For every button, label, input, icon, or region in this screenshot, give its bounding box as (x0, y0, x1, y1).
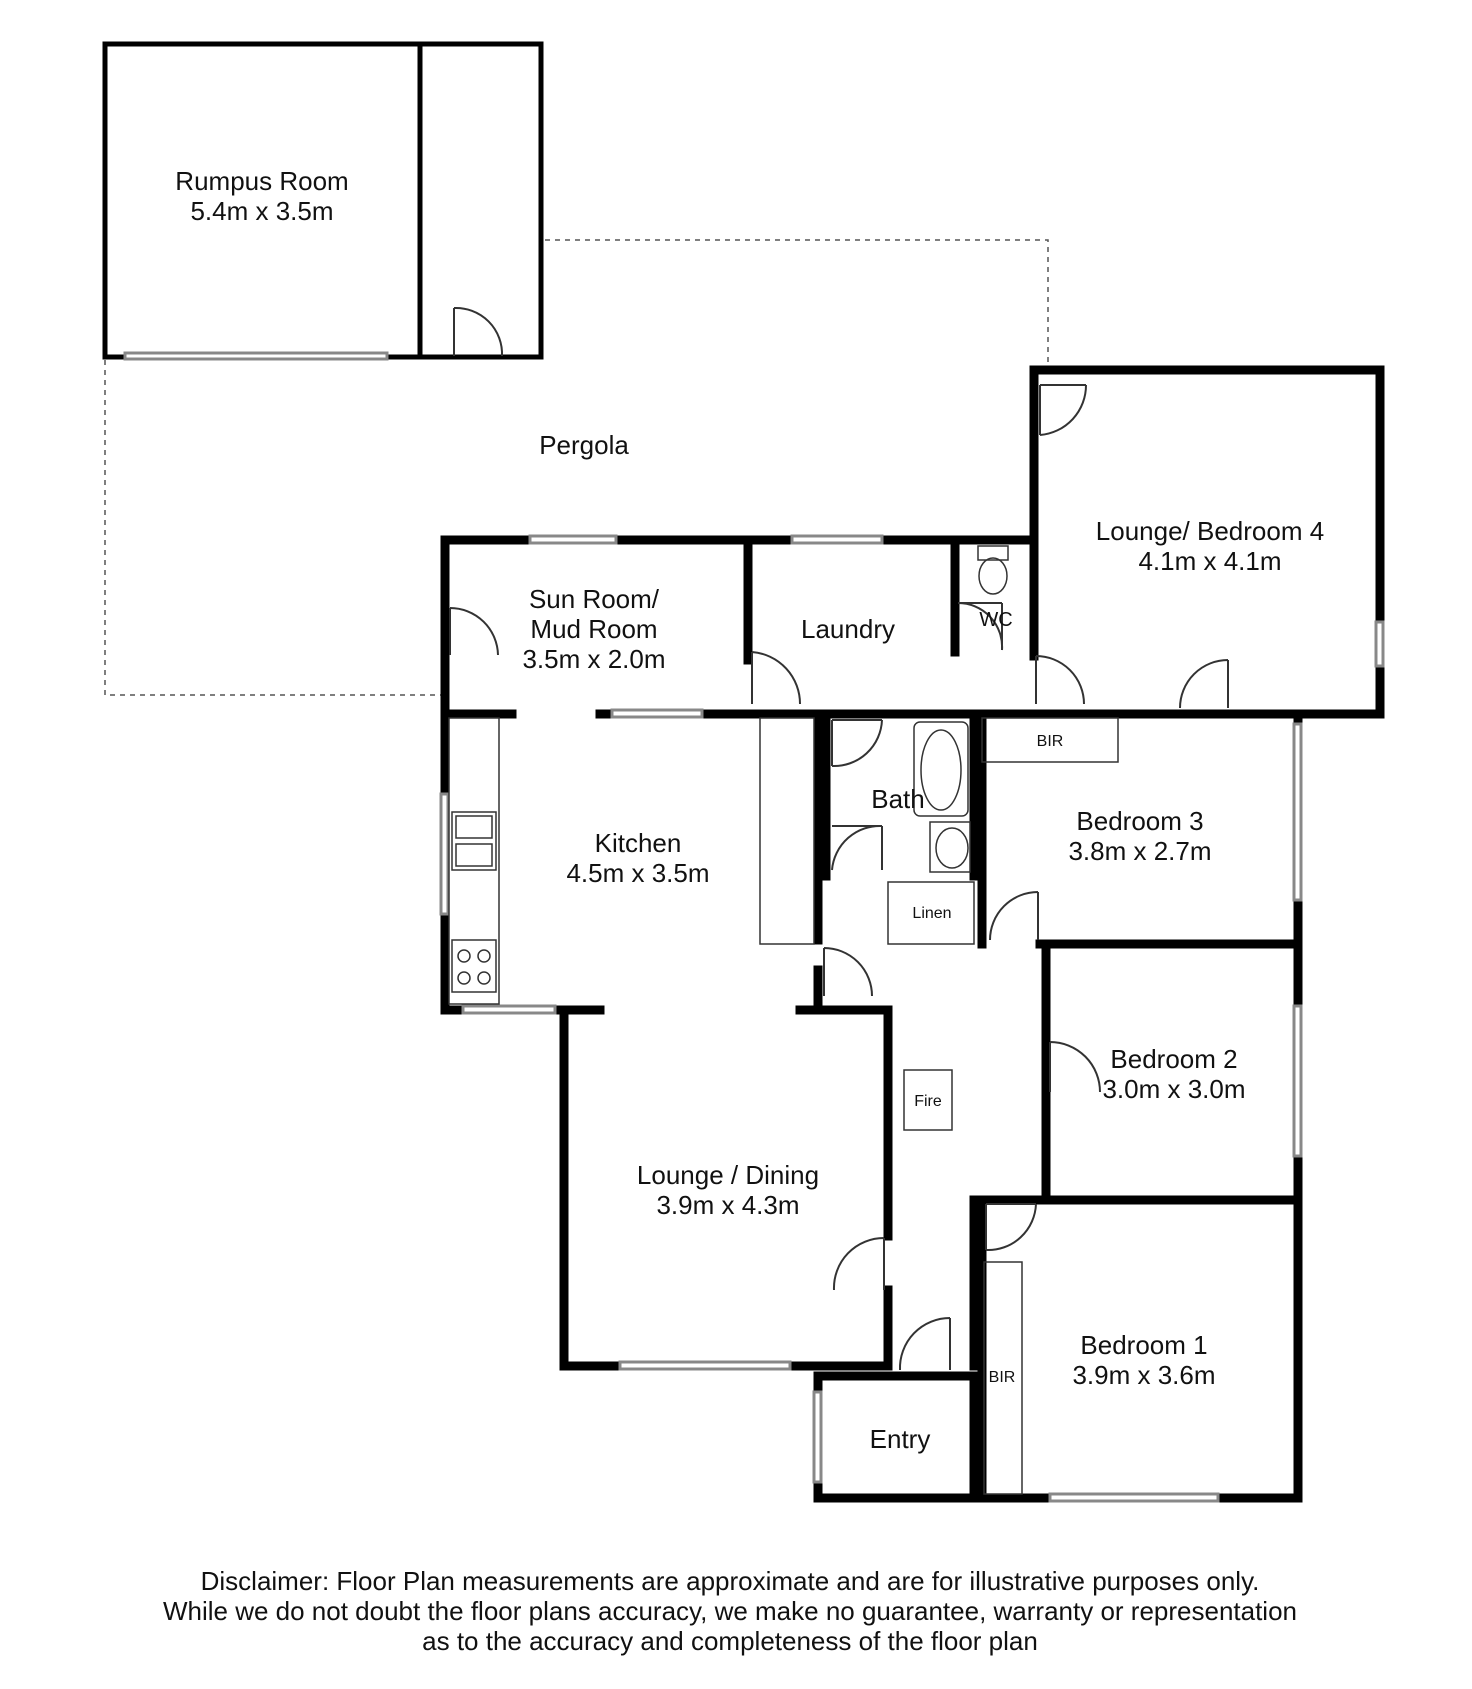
disclaimer-line1: Disclaimer: Floor Plan measurements are … (200, 1566, 1260, 1596)
bathtub-icon (913, 721, 969, 817)
bedroom3-size: 3.8m x 2.7m (1068, 836, 1211, 866)
bedroom2-size: 3.0m x 3.0m (1102, 1074, 1245, 1104)
bedroom3-name: Bedroom 3 (1076, 806, 1203, 836)
lounge-bedroom4-name: Lounge/ Bedroom 4 (1096, 516, 1324, 546)
disclaimer-line3: as to the accuracy and completeness of t… (422, 1626, 1038, 1656)
disclaimer: Disclaimer: Floor Plan measurements are … (60, 1566, 1400, 1656)
doors (449, 306, 1229, 1371)
bedroom1-name: Bedroom 1 (1080, 1330, 1207, 1360)
linen-name: Linen (912, 905, 951, 922)
basin-icon (929, 821, 971, 873)
sunroom-size: 3.5m x 2.0m (522, 644, 665, 674)
fire-name: Fire (914, 1093, 942, 1110)
laundry-name: Laundry (801, 614, 895, 644)
fixtures (448, 545, 1119, 1495)
sunroom-name-line1: Sun Room/ (529, 584, 660, 614)
bedroom2-name: Bedroom 2 (1110, 1044, 1237, 1074)
rumpus-room-name: Rumpus Room (175, 166, 348, 196)
kitchen-name: Kitchen (595, 828, 682, 858)
entry-name: Entry (870, 1424, 931, 1454)
sink-icon (451, 811, 497, 871)
toilet-icon (978, 557, 1008, 595)
pergola-name: Pergola (539, 430, 629, 460)
fireplace-icon (903, 1069, 953, 1131)
bath-name: Bath (871, 784, 925, 814)
cooktop-icon (451, 939, 497, 993)
sunroom-name-line2: Mud Room (530, 614, 657, 644)
floor-plan: Rumpus Room 5.4m x 3.5m Pergola Lounge/ … (102, 41, 1385, 1503)
wc-name: WC (979, 609, 1012, 631)
windows (123, 351, 1385, 1503)
lounge-dining-size: 3.9m x 4.3m (656, 1190, 799, 1220)
lounge-bedroom4-size: 4.1m x 4.1m (1138, 546, 1281, 576)
bir-bedroom1-name: BIR (989, 1369, 1016, 1386)
pergola-outline (104, 239, 1049, 696)
bir-top-name: BIR (1037, 733, 1064, 750)
lounge-dining-name: Lounge / Dining (637, 1160, 819, 1190)
kitchen-size: 4.5m x 3.5m (566, 858, 709, 888)
disclaimer-line2: While we do not doubt the floor plans ac… (162, 1596, 1298, 1626)
walls (102, 41, 1385, 1503)
bedroom1-size: 3.9m x 3.6m (1072, 1360, 1215, 1390)
labels: Rumpus Room 5.4m x 3.5m Pergola Lounge/ … (175, 166, 1324, 1454)
toilet-cistern (977, 545, 1009, 561)
rumpus-room-size: 5.4m x 3.5m (190, 196, 333, 226)
